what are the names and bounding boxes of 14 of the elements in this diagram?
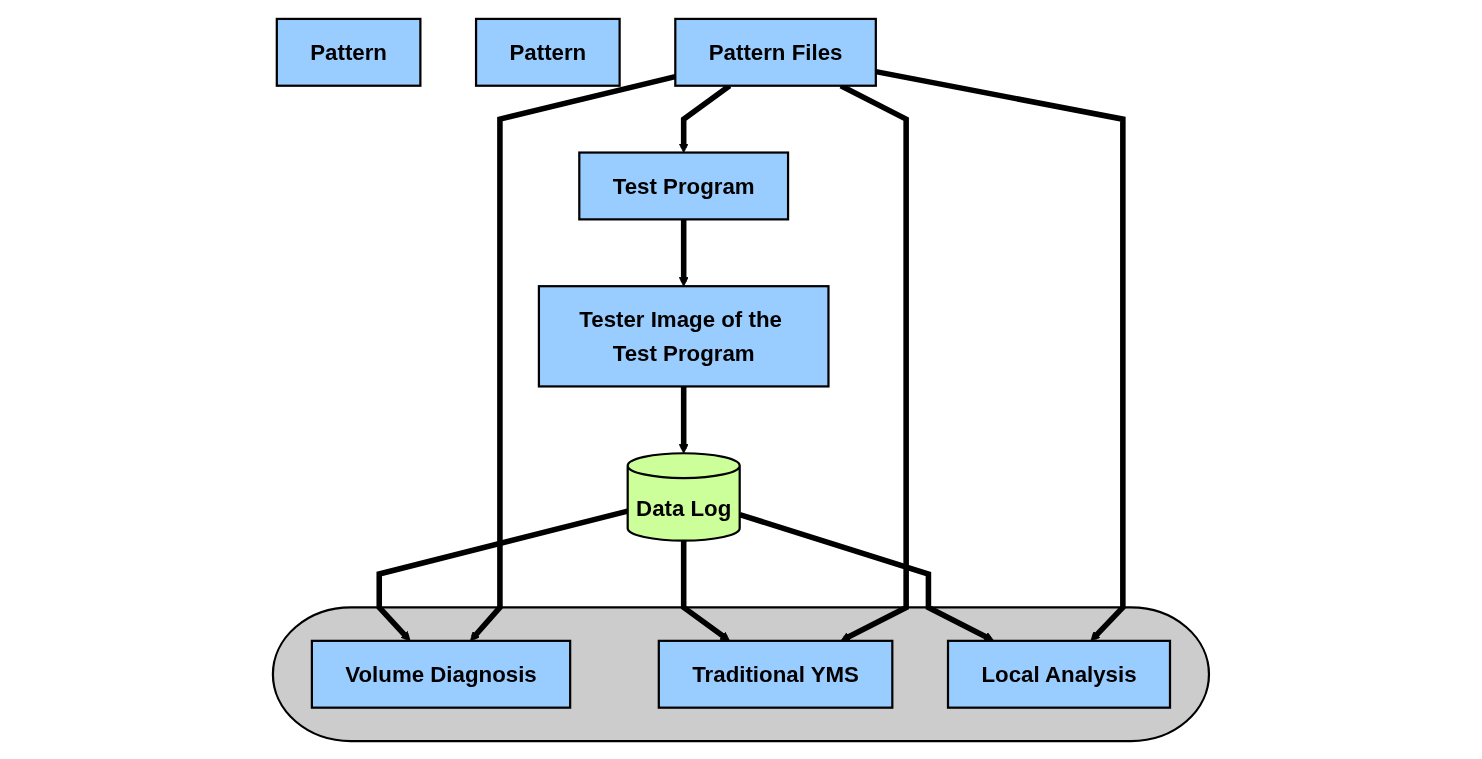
arrow xyxy=(875,68,1126,641)
arrow xyxy=(376,507,629,641)
node-box: Pattern Files xyxy=(674,17,877,87)
node-box: Local Analysis xyxy=(946,639,1172,709)
node-box: Traditional YMS xyxy=(657,639,894,709)
node-box: Pattern xyxy=(275,17,422,87)
node-box: Tester Image of the Test Program xyxy=(537,284,830,388)
node-box: Volume Diagnosis xyxy=(310,639,572,709)
arrow xyxy=(678,385,689,454)
node-box: Test Program xyxy=(578,150,790,220)
arrow xyxy=(738,511,995,641)
arrow xyxy=(680,540,731,641)
node-box: Pattern xyxy=(475,17,621,87)
arrow xyxy=(470,73,676,641)
